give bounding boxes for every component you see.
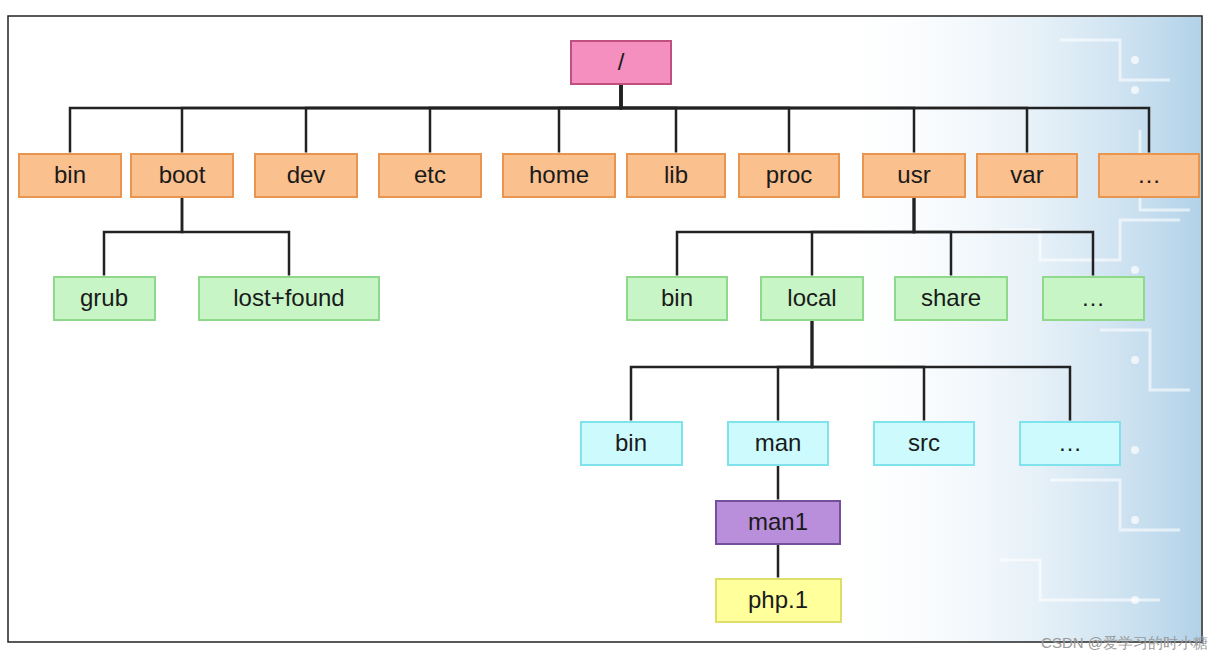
directory-name: home [529, 163, 589, 187]
directory-name: local [787, 286, 836, 310]
tree-connector [677, 198, 914, 276]
directory-box: share [894, 276, 1008, 321]
directory-box: man1 [715, 500, 841, 545]
directory-box: bin [626, 276, 728, 321]
directory-box: … [1019, 421, 1121, 466]
tree-connector [621, 85, 1027, 153]
circuit-traces [1000, 40, 1190, 600]
directory-name: … [1058, 431, 1082, 455]
directory-box: etc [378, 153, 482, 198]
directory-name: usr [897, 163, 930, 187]
directory-box: usr [862, 153, 966, 198]
tree-connector [812, 321, 1070, 421]
tree-connector [621, 85, 676, 153]
tree-connector [777, 466, 780, 500]
circuit-dots [1131, 56, 1139, 604]
directory-name: lib [664, 163, 688, 187]
tree-connector [812, 321, 924, 421]
directory-box: local [760, 276, 864, 321]
frame-border [8, 16, 1202, 642]
tree-connector [182, 198, 289, 276]
circuit-backdrop [820, 17, 1201, 641]
directory-box: grub [53, 276, 156, 321]
directory-name: man [755, 431, 802, 455]
tree-connector [621, 85, 914, 153]
directory-name: php.1 [748, 588, 808, 612]
directory-name: share [921, 286, 981, 310]
tree-connector [559, 85, 621, 153]
directory-box: man [727, 421, 829, 466]
directory-box: home [502, 153, 616, 198]
directory-box: php.1 [715, 578, 842, 623]
tree-connector [621, 85, 789, 153]
directory-box: … [1098, 153, 1200, 198]
tree-connector [70, 85, 621, 153]
directory-box: var [976, 153, 1078, 198]
directory-box: lib [626, 153, 726, 198]
tree-connector [812, 198, 914, 276]
directory-box: / [570, 40, 672, 85]
directory-name: lost+found [233, 286, 344, 310]
directory-box: … [1042, 276, 1145, 321]
directory-name: bin [615, 431, 647, 455]
directory-name: var [1010, 163, 1043, 187]
tree-connector [914, 198, 1093, 276]
tree-connector [631, 321, 812, 421]
directory-name: grub [80, 286, 128, 310]
directory-box: bin [580, 421, 683, 466]
directory-name: / [618, 50, 625, 74]
directory-name: proc [766, 163, 813, 187]
directory-box: src [873, 421, 975, 466]
directory-box: boot [130, 153, 234, 198]
tree-connector [306, 85, 621, 153]
tree-connector [914, 198, 951, 276]
directory-name: dev [287, 163, 326, 187]
tree-connector [777, 545, 780, 578]
directory-name: boot [159, 163, 206, 187]
tree-connector [621, 85, 1149, 153]
tree-connector [778, 321, 812, 421]
directory-box: bin [18, 153, 122, 198]
directory-name: man1 [748, 510, 808, 534]
directory-box: dev [254, 153, 358, 198]
directory-name: src [908, 431, 940, 455]
directory-name: etc [414, 163, 446, 187]
tree-connector [430, 85, 621, 153]
directory-box: lost+found [198, 276, 380, 321]
directory-box: proc [738, 153, 840, 198]
directory-name: bin [54, 163, 86, 187]
directory-name: … [1081, 286, 1105, 310]
watermark: CSDN @爱学习的时小糖 [1041, 634, 1208, 653]
directory-name: … [1137, 163, 1161, 187]
directory-name: bin [661, 286, 693, 310]
tree-connector [182, 85, 621, 153]
tree-connector [104, 198, 182, 276]
